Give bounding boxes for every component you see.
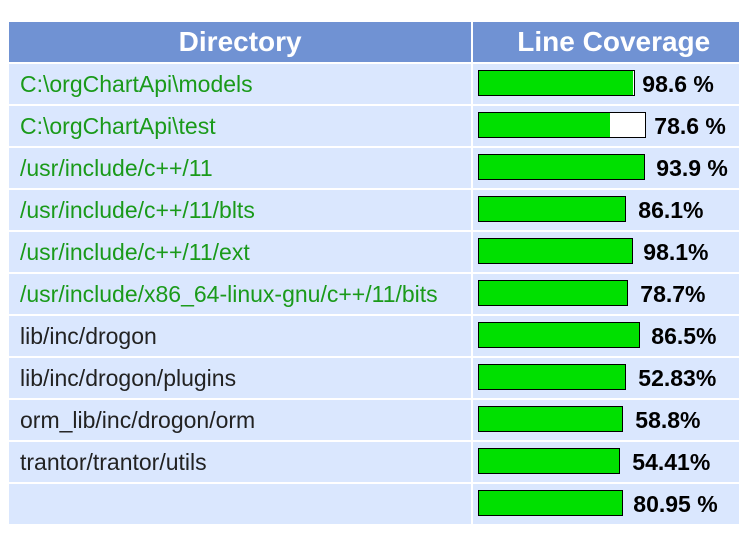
coverage-bar bbox=[478, 490, 624, 516]
coverage-percent: 86.5% bbox=[651, 323, 717, 349]
directory-name bbox=[9, 484, 472, 524]
coverage-cell: 78.6 % bbox=[473, 106, 739, 146]
directory-link[interactable]: C:\orgChartApi\test bbox=[9, 106, 472, 146]
coverage-bar-fill bbox=[479, 71, 633, 95]
coverage-cell: 98.1% bbox=[473, 232, 739, 272]
coverage-bar bbox=[478, 448, 621, 474]
coverage-report: Directory Line Coverage C:\orgChartApi\m… bbox=[9, 22, 739, 524]
directory-name: orm_lib/inc/drogon/orm bbox=[9, 400, 472, 440]
coverage-percent: 98.1% bbox=[643, 239, 709, 265]
table-row: orm_lib/inc/drogon/orm 58.8% bbox=[9, 400, 739, 440]
table-row: /usr/include/c++/11 93.9 % bbox=[9, 148, 739, 188]
directory-link[interactable]: C:\orgChartApi\models bbox=[9, 64, 472, 104]
coverage-cell: 98.6 % bbox=[473, 64, 739, 104]
coverage-bar bbox=[478, 154, 646, 180]
directory-link[interactable]: /usr/include/c++/11 bbox=[9, 148, 472, 188]
coverage-bar-fill bbox=[479, 113, 611, 137]
directory-name: trantor/trantor/utils bbox=[9, 442, 472, 482]
coverage-percent: 78.6 % bbox=[654, 113, 726, 139]
table-header-row: Directory Line Coverage bbox=[9, 22, 739, 62]
coverage-bar-fill bbox=[479, 239, 633, 263]
coverage-bar bbox=[478, 322, 641, 348]
table-row: 80.95 % bbox=[9, 484, 739, 524]
coverage-bar-fill bbox=[479, 365, 626, 389]
directory-link[interactable]: /usr/include/c++/11/ext bbox=[9, 232, 472, 272]
coverage-percent: 78.7% bbox=[640, 281, 706, 307]
coverage-percent: 58.8% bbox=[635, 407, 701, 433]
coverage-percent: 98.6 % bbox=[642, 71, 714, 97]
table-row: lib/inc/drogon/plugins 52.83% bbox=[9, 358, 739, 398]
directory-name: lib/inc/drogon/plugins bbox=[9, 358, 472, 398]
table-row: trantor/trantor/utils 54.41% bbox=[9, 442, 739, 482]
directory-name: lib/inc/drogon bbox=[9, 316, 472, 356]
table-row: lib/inc/drogon 86.5% bbox=[9, 316, 739, 356]
coverage-bar bbox=[478, 406, 624, 432]
line-coverage-column-header: Line Coverage bbox=[473, 22, 739, 62]
coverage-cell: 86.5% bbox=[473, 316, 739, 356]
coverage-table: Directory Line Coverage C:\orgChartApi\m… bbox=[7, 20, 739, 526]
directory-link[interactable]: /usr/include/c++/11/blts bbox=[9, 190, 472, 230]
coverage-bar bbox=[478, 238, 634, 264]
coverage-percent: 86.1% bbox=[638, 197, 704, 223]
table-row: /usr/include/c++/11/blts 86.1% bbox=[9, 190, 739, 230]
coverage-cell: 52.83% bbox=[473, 358, 739, 398]
coverage-bar-fill bbox=[479, 197, 626, 221]
coverage-percent: 80.95 % bbox=[633, 491, 718, 517]
coverage-bar bbox=[478, 364, 627, 390]
coverage-cell: 58.8% bbox=[473, 400, 739, 440]
directory-column-header: Directory bbox=[9, 22, 472, 62]
coverage-bar bbox=[478, 70, 636, 96]
directory-link[interactable]: /usr/include/x86_64-linux-gnu/c++/11/bit… bbox=[9, 274, 472, 314]
table-row: /usr/include/x86_64-linux-gnu/c++/11/bit… bbox=[9, 274, 739, 314]
coverage-bar bbox=[478, 112, 647, 138]
table-row: /usr/include/c++/11/ext 98.1% bbox=[9, 232, 739, 272]
coverage-bar-fill bbox=[479, 449, 620, 473]
table-row: C:\orgChartApi\test 78.6 % bbox=[9, 106, 739, 146]
coverage-percent: 93.9 % bbox=[656, 155, 728, 181]
coverage-cell: 80.95 % bbox=[473, 484, 739, 524]
coverage-cell: 86.1% bbox=[473, 190, 739, 230]
coverage-bar bbox=[478, 280, 629, 306]
coverage-percent: 52.83% bbox=[638, 365, 717, 391]
coverage-bar-fill bbox=[479, 155, 645, 179]
coverage-cell: 78.7% bbox=[473, 274, 739, 314]
coverage-cell: 93.9 % bbox=[473, 148, 739, 188]
coverage-percent: 54.41% bbox=[632, 449, 711, 475]
coverage-bar bbox=[478, 196, 627, 222]
coverage-bar-fill bbox=[479, 491, 623, 515]
coverage-bar-fill bbox=[479, 281, 628, 305]
coverage-bar-fill bbox=[479, 407, 623, 431]
table-row: C:\orgChartApi\models 98.6 % bbox=[9, 64, 739, 104]
coverage-cell: 54.41% bbox=[473, 442, 739, 482]
coverage-bar-fill bbox=[479, 323, 640, 347]
